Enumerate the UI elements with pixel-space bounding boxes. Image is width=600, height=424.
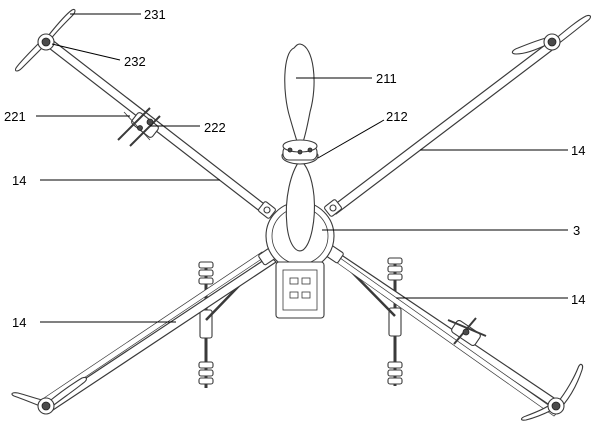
landing-gear-left bbox=[198, 261, 263, 388]
label-14-left-lower: 14 bbox=[12, 315, 26, 330]
propeller-upper-left bbox=[14, 8, 76, 72]
propeller-lower-left bbox=[11, 376, 88, 415]
main-rotor-hub bbox=[281, 139, 319, 165]
label-3: 3 bbox=[573, 223, 580, 238]
tilt-mechanism bbox=[117, 107, 161, 147]
propeller-upper-right bbox=[511, 14, 592, 55]
arm-joint-upper-right bbox=[324, 199, 342, 217]
label-14-left-upper: 14 bbox=[12, 173, 26, 188]
label-222: 222 bbox=[204, 120, 226, 135]
label-212: 212 bbox=[386, 109, 408, 124]
main-rotor-blade bbox=[284, 43, 315, 252]
label-14-right-upper: 14 bbox=[571, 143, 585, 158]
central-body bbox=[265, 201, 335, 319]
leader-212 bbox=[317, 119, 385, 159]
arm-joint-upper-left bbox=[258, 201, 276, 219]
leader-232 bbox=[51, 43, 121, 61]
label-231: 231 bbox=[144, 7, 166, 22]
label-211: 211 bbox=[376, 71, 397, 86]
arm-upper-right bbox=[329, 41, 556, 215]
label-14-right-lower: 14 bbox=[571, 292, 585, 307]
label-232: 232 bbox=[124, 54, 146, 69]
propeller-lower-right bbox=[520, 363, 584, 421]
leader-lines bbox=[36, 13, 568, 323]
label-221: 221 bbox=[4, 109, 26, 124]
tilt-mechanism-lower-right bbox=[447, 317, 487, 347]
arm-lower-left bbox=[43, 251, 277, 413]
arm-lower-right bbox=[327, 249, 561, 417]
landing-gear-right bbox=[337, 257, 403, 386]
